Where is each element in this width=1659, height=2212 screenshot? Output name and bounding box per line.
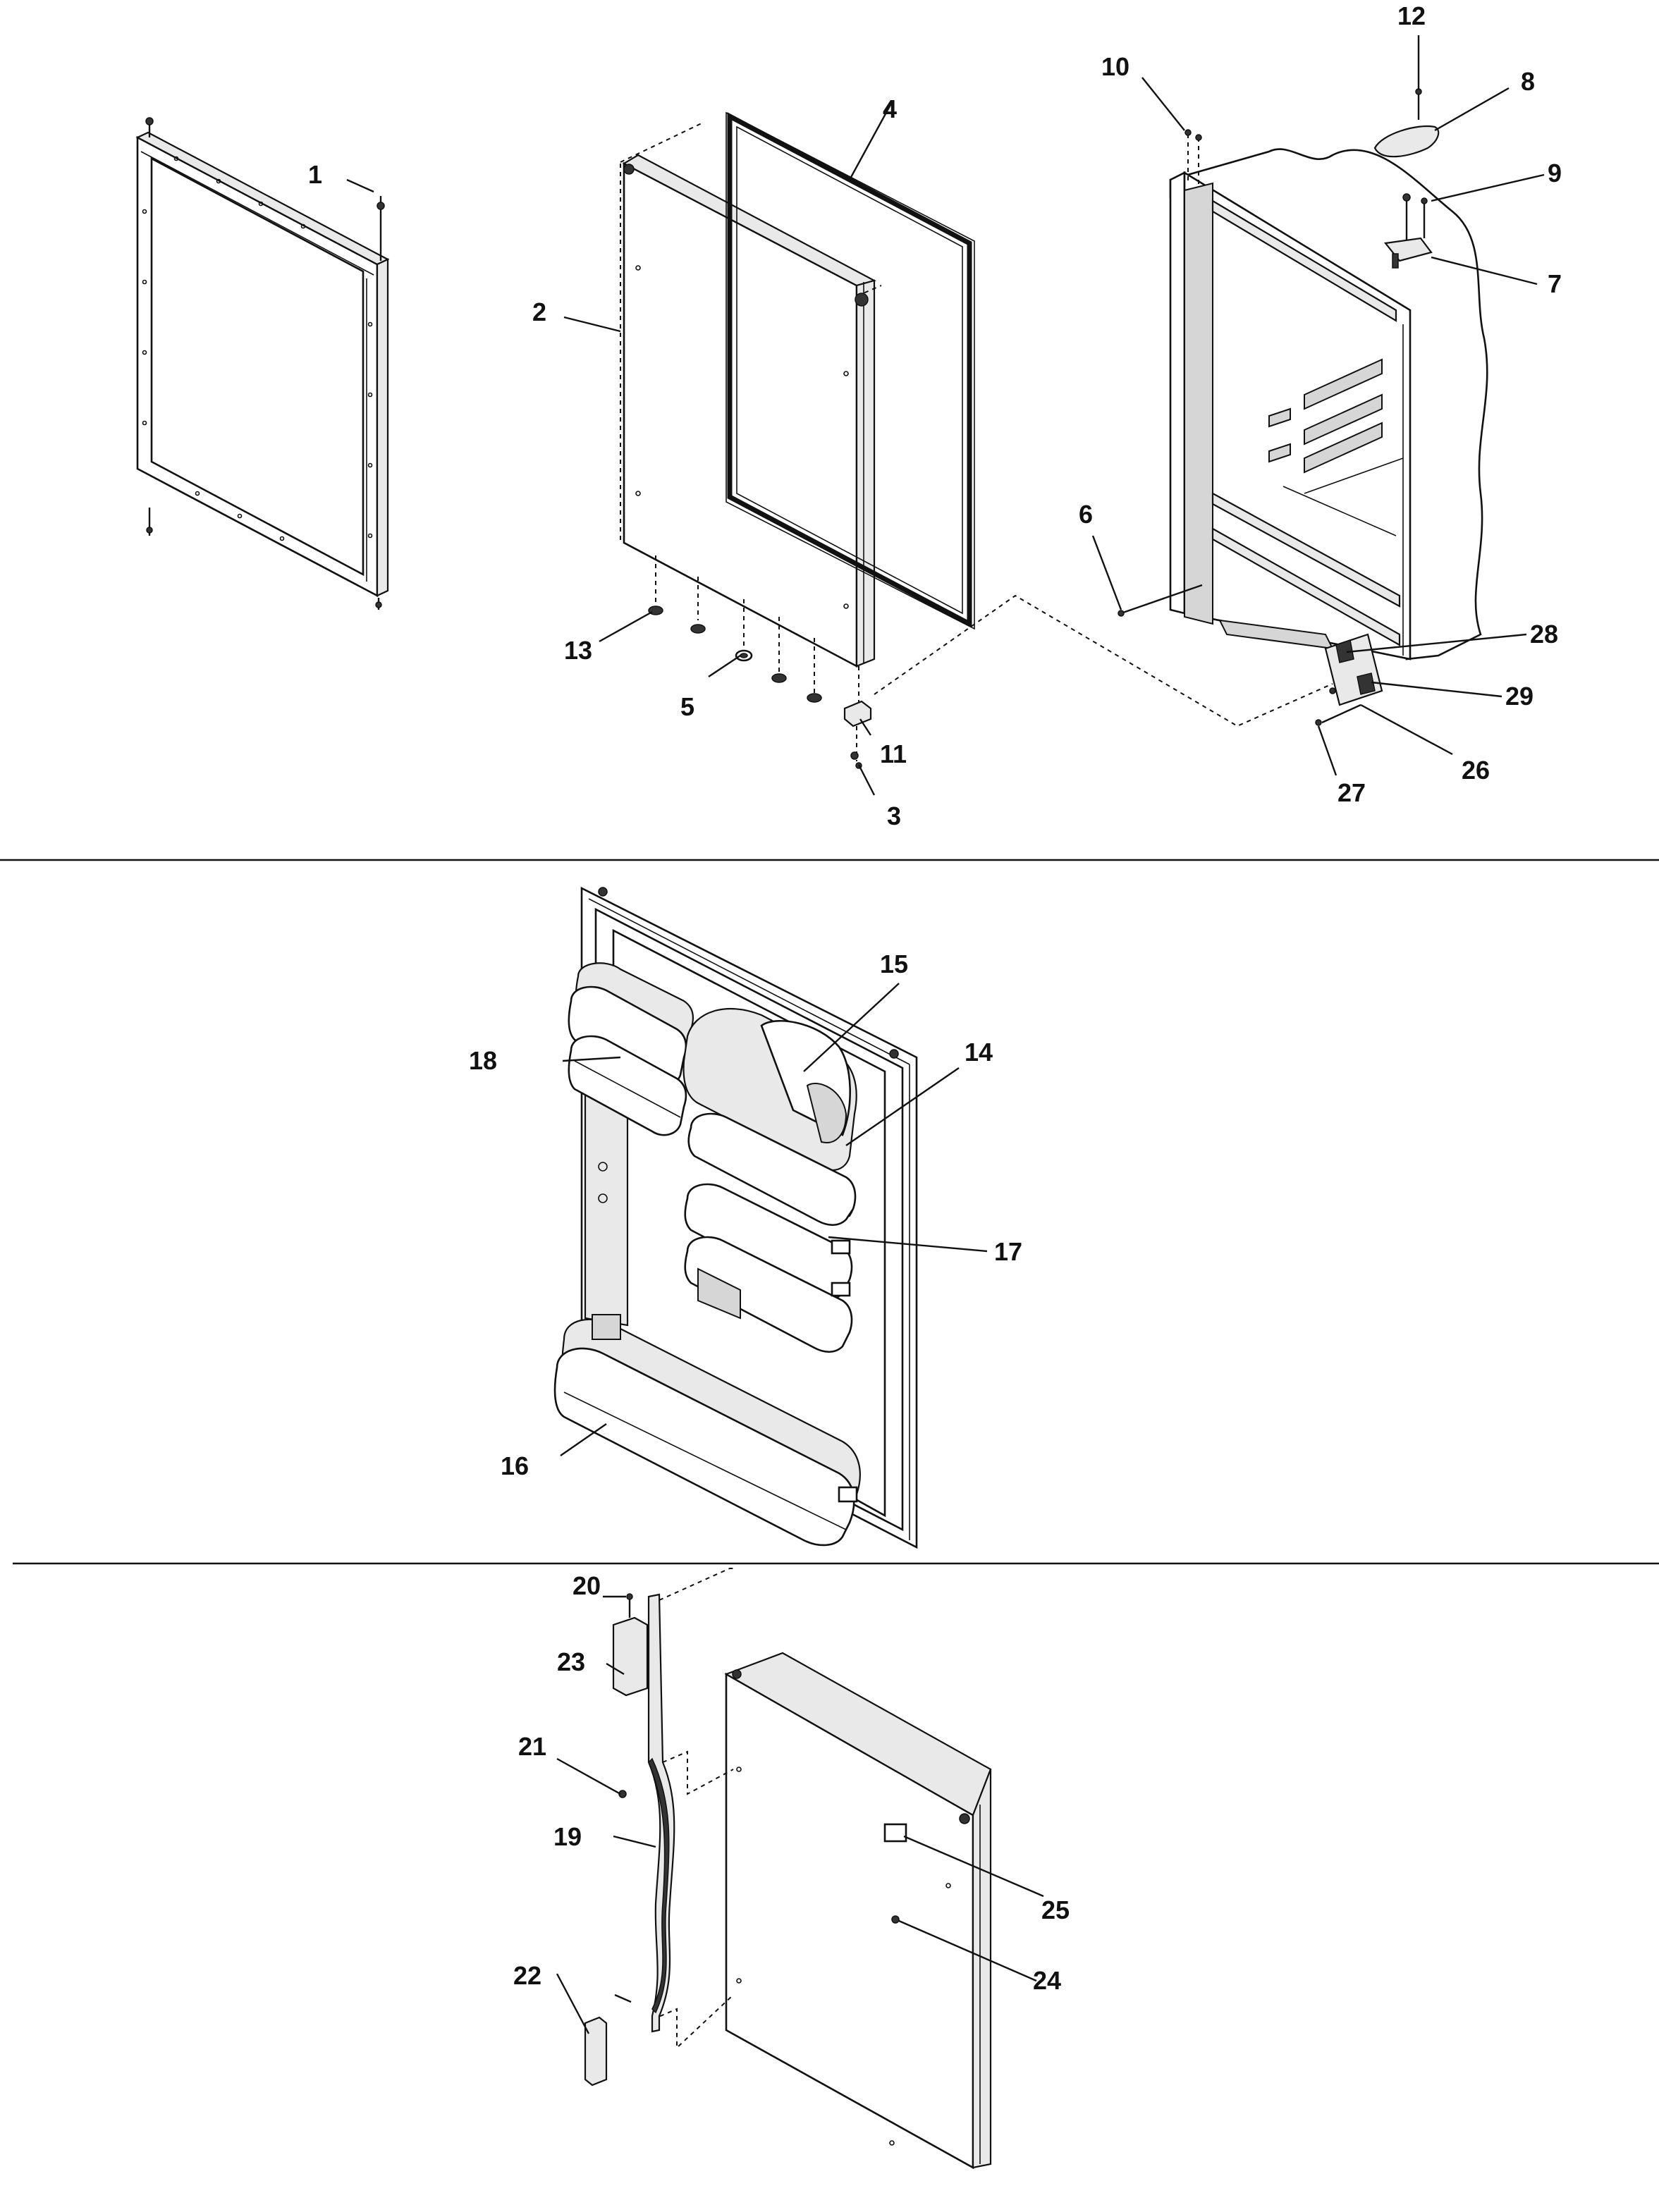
callout-8: 8 [1521,67,1535,96]
assembly-guide-line [874,594,1333,727]
callout-14: 14 [965,1038,993,1067]
callout-29: 29 [1505,682,1533,711]
bottom-hinge-assembly [843,700,872,769]
callout-22: 22 [513,1961,541,1990]
door-panel [620,123,882,705]
door-gasket [726,111,975,630]
callout-labels: 1 2 3 4 5 6 7 8 9 10 11 12 13 14 15 16 1… [308,1,1562,1995]
callout-16: 16 [501,1451,529,1480]
callout-9: 9 [1548,159,1562,188]
callout-12: 12 [1397,1,1426,30]
cabinet-body [1118,88,1488,726]
door-exterior [651,1568,992,2170]
callout-3: 3 [887,801,901,830]
callout-28: 28 [1530,620,1558,649]
callout-25: 25 [1041,1895,1070,1924]
leader-lines [346,35,1545,2034]
callout-18: 18 [469,1046,497,1075]
door-bin-bottom [553,1314,861,1547]
dairy-compartment [682,1008,857,1227]
door-trim-frame [135,117,390,610]
callout-4: 4 [883,94,897,123]
callout-5: 5 [680,692,694,721]
callout-13: 13 [564,636,592,665]
callout-23: 23 [557,1647,585,1676]
door-handle-assembly [584,1593,675,2087]
callout-7: 7 [1548,269,1562,298]
callout-27: 27 [1337,778,1366,807]
door-bin-upper-right [684,1183,853,1353]
callout-20: 20 [573,1571,601,1600]
callout-21: 21 [518,1732,546,1761]
callout-19: 19 [553,1822,582,1851]
callout-17: 17 [994,1237,1022,1266]
callout-10: 10 [1101,52,1130,81]
callout-1: 1 [308,160,322,189]
callout-15: 15 [880,950,908,978]
callout-24: 24 [1033,1966,1061,1995]
callout-2: 2 [532,297,546,326]
callout-11: 11 [880,739,907,768]
callout-6: 6 [1079,500,1093,529]
callout-26: 26 [1462,756,1490,785]
